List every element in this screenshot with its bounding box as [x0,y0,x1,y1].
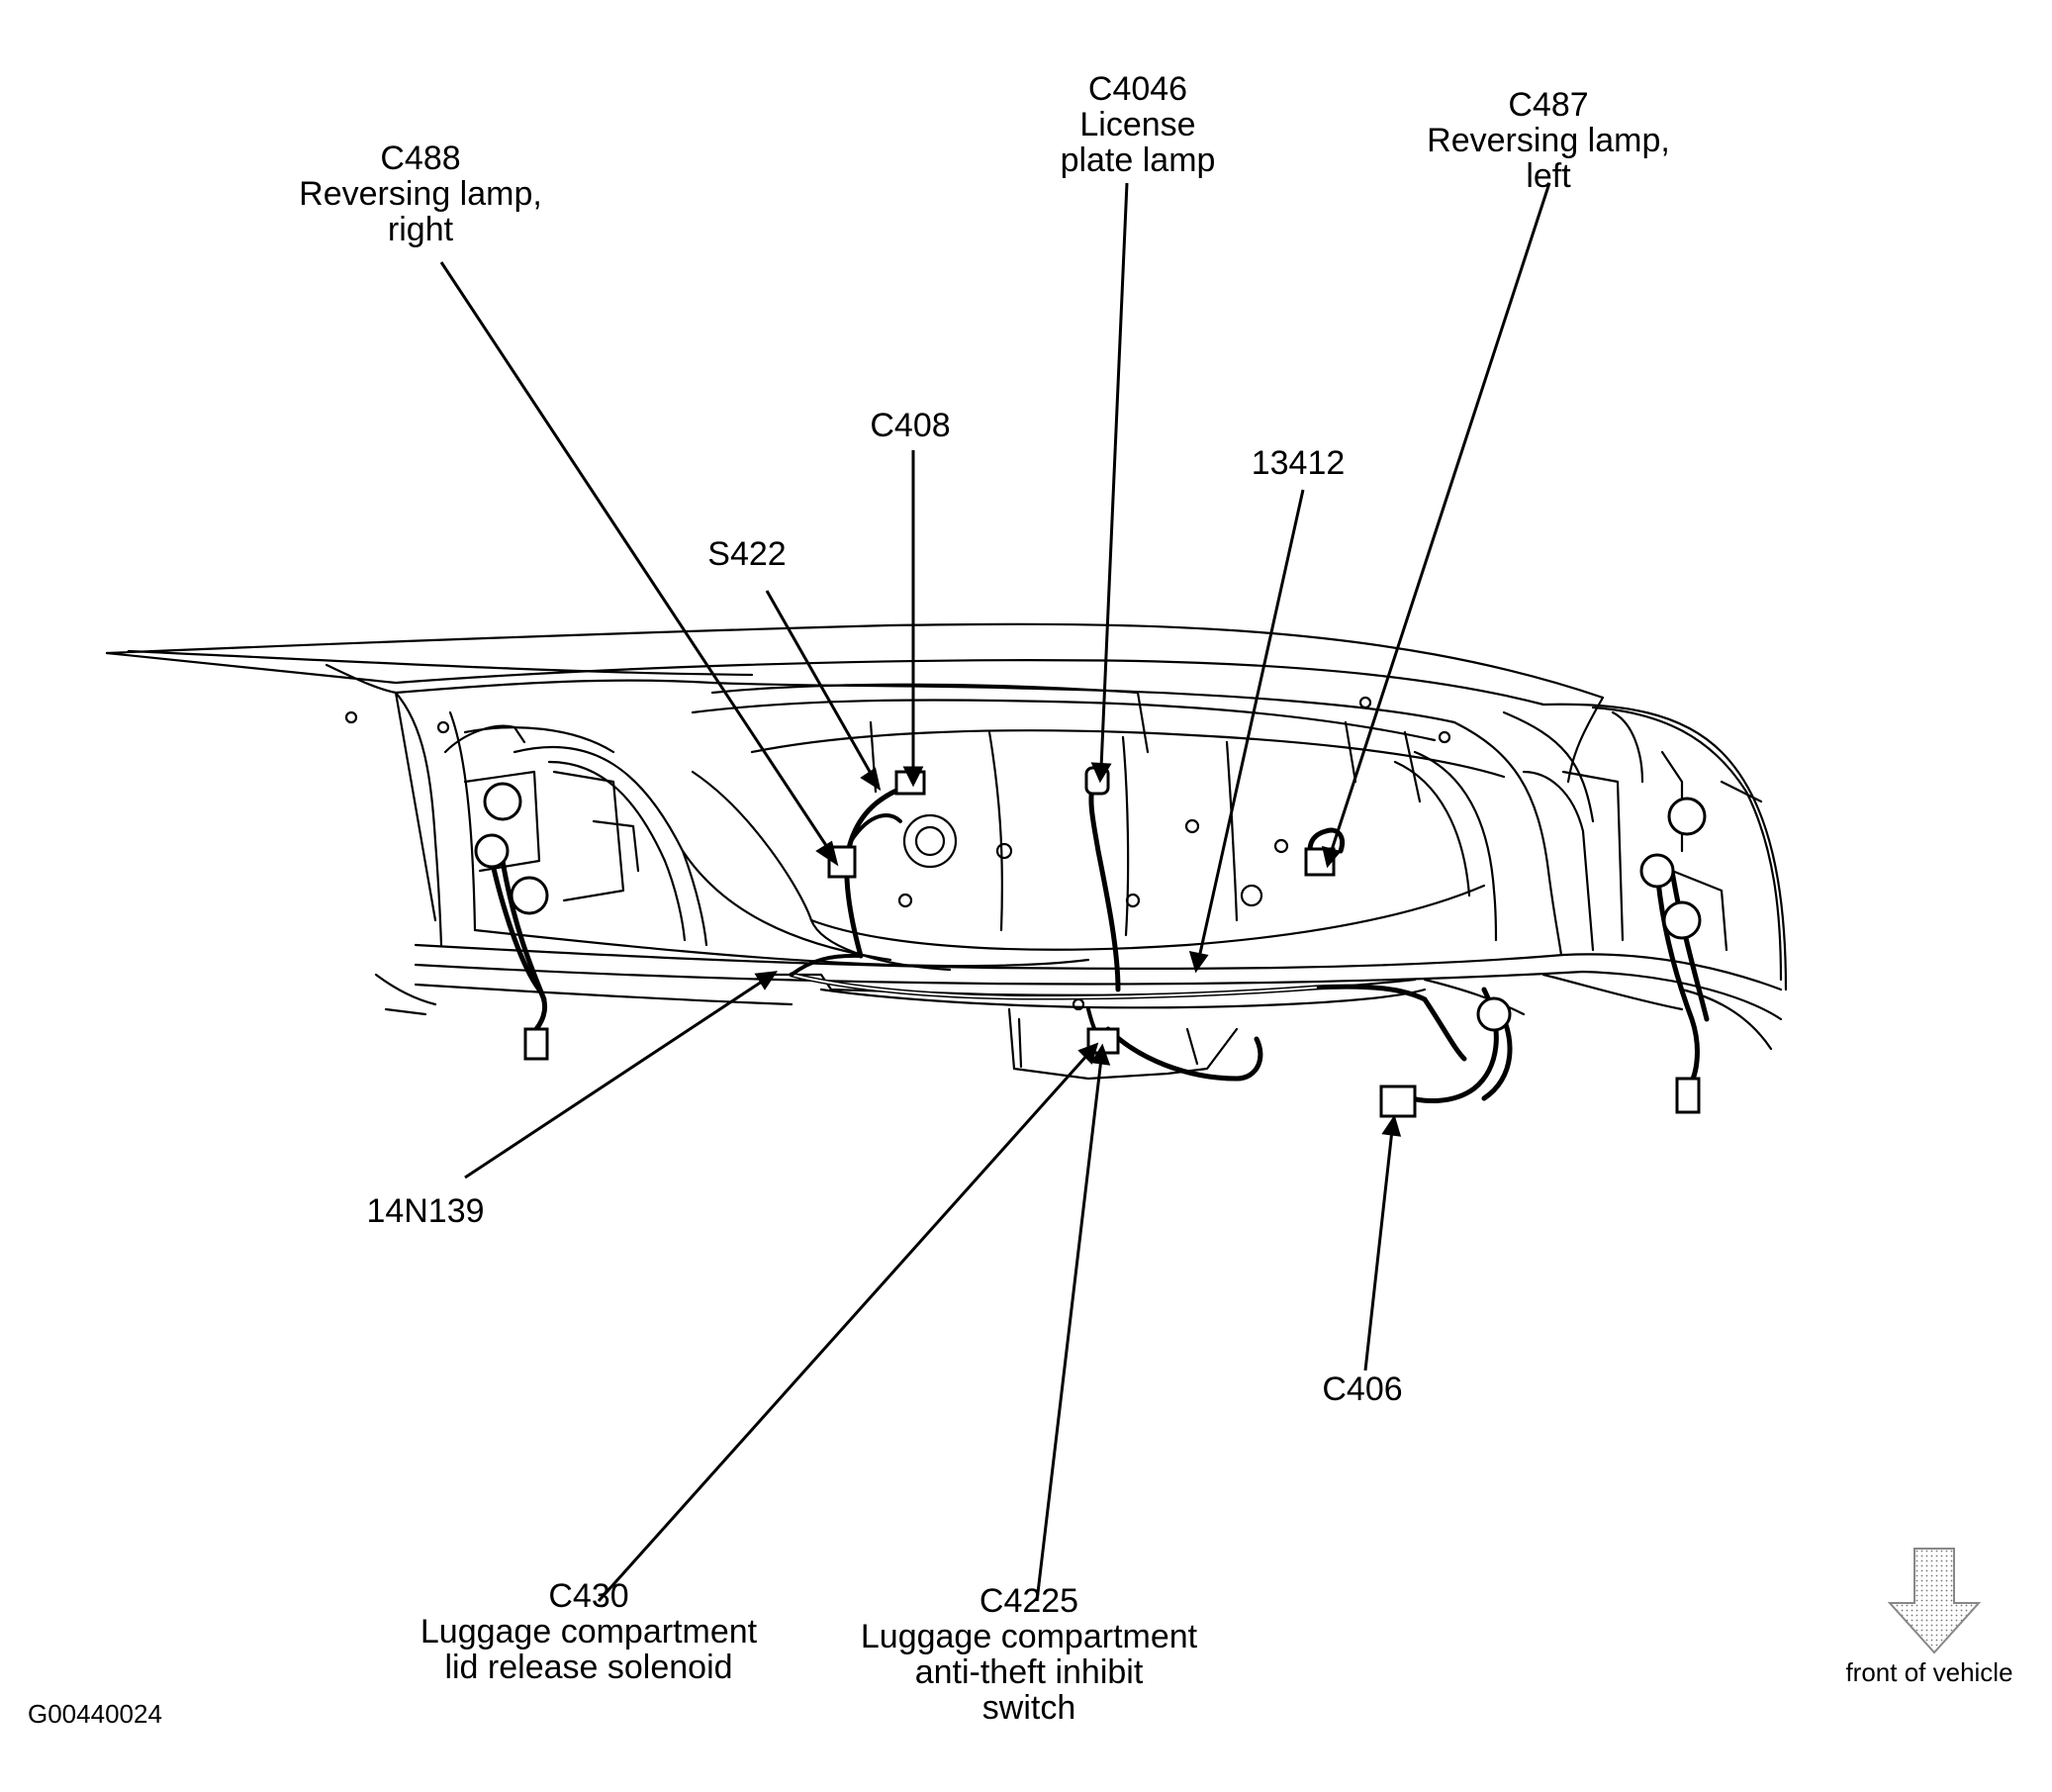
label-c406-line-1: C406 [1322,1370,1403,1408]
label-c4046: C4046 License plate lamp [1029,71,1247,178]
label-c487-line-2: Reversing lamp, [1427,122,1670,159]
leader-c4225 [1035,1058,1103,1602]
label-c487-line-3: left [1526,157,1571,195]
label-c4225: C4225 Luggage compartment anti-theft inh… [841,1583,1217,1726]
leader-c430 [597,1052,1090,1603]
diagram-id: G00440024 [28,1699,162,1729]
grommet-right [1639,853,1675,889]
leader-14n139 [464,978,766,1179]
front-of-vehicle-label: front of vehicle [1845,1657,2013,1687]
label-c488: C488 Reversing lamp, right [287,141,554,247]
lamp-socket-left-2 [510,876,549,915]
leader-c4046 [1099,182,1129,769]
leader-c487 [1329,182,1551,854]
leader-s422 [765,590,875,778]
label-c4046-line-3: plate lamp [1060,141,1216,179]
label-c430-line-2: Luggage compartment [420,1613,758,1651]
lamp-socket-left-1 [483,782,522,821]
lamp-socket-right-2 [1662,900,1702,940]
label-c488-line-3: right [387,211,454,248]
leader-c488 [439,261,833,854]
label-c4225-line-1: C4225 [979,1582,1079,1620]
grommet-left [474,833,510,869]
label-c4225-line-3: anti-theft inhibit [914,1653,1144,1691]
label-c4046-line-2: License [1079,106,1196,143]
label-s422: S422 [688,536,806,572]
label-c408-line-1: C408 [870,407,951,444]
label-c487-line-1: C487 [1508,86,1589,124]
label-c4046-line-1: C4046 [1087,70,1188,108]
leader-13412 [1197,489,1305,959]
label-c4225-line-4: switch [981,1689,1076,1727]
label-c406: C406 [1298,1371,1427,1407]
label-c487: C487 Reversing lamp, left [1415,87,1682,194]
label-c408: C408 [851,408,970,443]
label-14n139: 14N139 [356,1193,495,1229]
label-c430-line-3: lid release solenoid [444,1649,733,1686]
label-c430-line-1: C430 [548,1577,629,1615]
luggage-compartment-drawing [105,622,1788,1081]
leader-c406 [1363,1129,1394,1371]
arrow-down-icon [1887,1548,1982,1654]
label-s422-line-1: S422 [707,535,787,573]
leader-lines [439,182,1551,1603]
connectors [474,766,1707,1118]
grommet-c406 [1476,996,1512,1032]
label-c488-line-1: C488 [380,140,461,177]
label-14n139-line-1: 14N139 [366,1192,485,1230]
label-13412: 13412 [1239,445,1357,481]
label-c430: C430 Luggage compartment lid release sol… [401,1578,777,1685]
label-13412-line-1: 13412 [1251,444,1346,482]
connector-left-tail [523,1027,549,1061]
connector-c406 [1379,1085,1417,1118]
label-c4225-line-2: Luggage compartment [860,1618,1198,1655]
lamp-socket-right-1 [1667,797,1707,836]
connector-right-tail [1675,1077,1701,1114]
label-c488-line-2: Reversing lamp, [299,175,542,213]
